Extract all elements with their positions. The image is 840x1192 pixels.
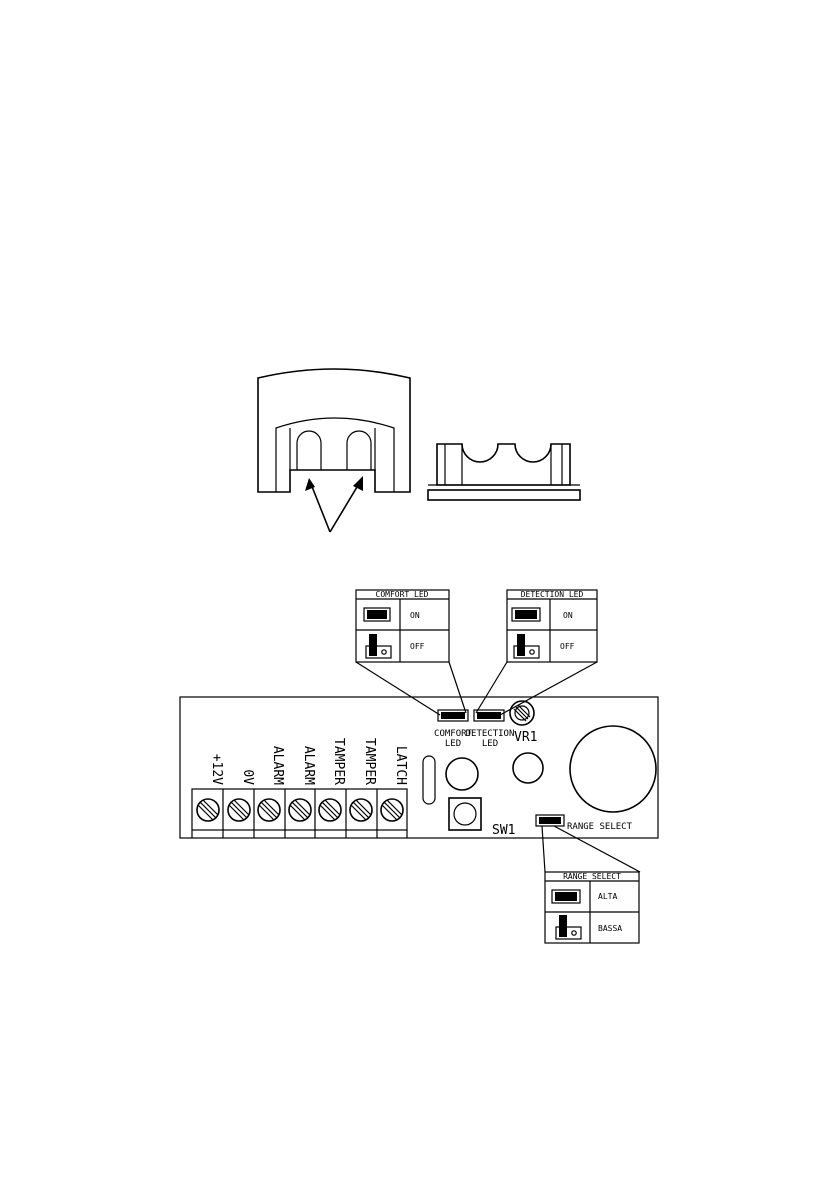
comfort-led-board-label: LED (445, 739, 461, 749)
terminal-label-0v: 0V (240, 769, 255, 785)
terminal-label-tamper: TAMPER (362, 738, 377, 785)
terminal-screw (228, 799, 250, 821)
comfort-led-jumper-panel: COMFORT LED ON OFF (356, 590, 449, 662)
terminal-label-alarm: ALARM (270, 746, 285, 785)
comfort-led-panel-title: COMFORT LED (376, 590, 429, 599)
range-select-bassa-label: BASSA (598, 924, 622, 933)
sw1-switch (449, 798, 481, 830)
terminal-label-tamper: TAMPER (331, 738, 346, 785)
terminal-screw (381, 799, 403, 821)
leader-lines-bottom (542, 826, 640, 872)
terminal-label-12v: +12V (209, 754, 224, 785)
detection-led-off-label: OFF (560, 642, 575, 651)
vr1-label: VR1 (514, 730, 537, 745)
detection-led-jumper (474, 710, 504, 721)
lens-circle (446, 758, 478, 790)
cover-front-view (258, 369, 410, 492)
component-circle (513, 753, 543, 783)
pointer-arrows (305, 476, 363, 532)
detection-led-board-label: LED (482, 739, 498, 749)
terminal-screw (197, 799, 219, 821)
cover-side-view (428, 444, 580, 500)
terminal-screw (319, 799, 341, 821)
terminal-screw (258, 799, 280, 821)
range-select-board-label: RANGE SELECT (567, 822, 633, 832)
sw1-label: SW1 (492, 823, 515, 838)
terminal-label-latch: LATCH (393, 746, 408, 785)
comfort-led-off-label: OFF (410, 642, 425, 651)
terminal-screw (350, 799, 372, 821)
detection-led-board-label: DETECTION (466, 729, 515, 739)
terminal-screw (289, 799, 311, 821)
sensor-circle (570, 726, 656, 812)
detection-led-on-label: ON (563, 611, 573, 620)
range-select-jumper (536, 815, 564, 826)
comfort-led-on-label: ON (410, 611, 420, 620)
detection-led-panel-title: DETECTION LED (521, 590, 584, 599)
comfort-led-jumper (438, 710, 468, 721)
range-select-jumper-panel: RANGE SELECT ALTA BASSA (545, 872, 639, 943)
vr1-trimmer (510, 701, 534, 725)
range-select-panel-title: RANGE SELECT (563, 872, 621, 881)
circuit-board: +12V 0V ALARM ALARM TAMPER TAMPER LATCH … (180, 697, 658, 838)
terminal-block (192, 789, 407, 838)
range-select-alta-label: ALTA (598, 892, 617, 901)
terminal-label-alarm: ALARM (301, 746, 316, 785)
leader-lines-top (356, 662, 597, 715)
detection-led-jumper-panel: DETECTION LED ON OFF (507, 590, 597, 662)
led-slot (423, 756, 435, 804)
